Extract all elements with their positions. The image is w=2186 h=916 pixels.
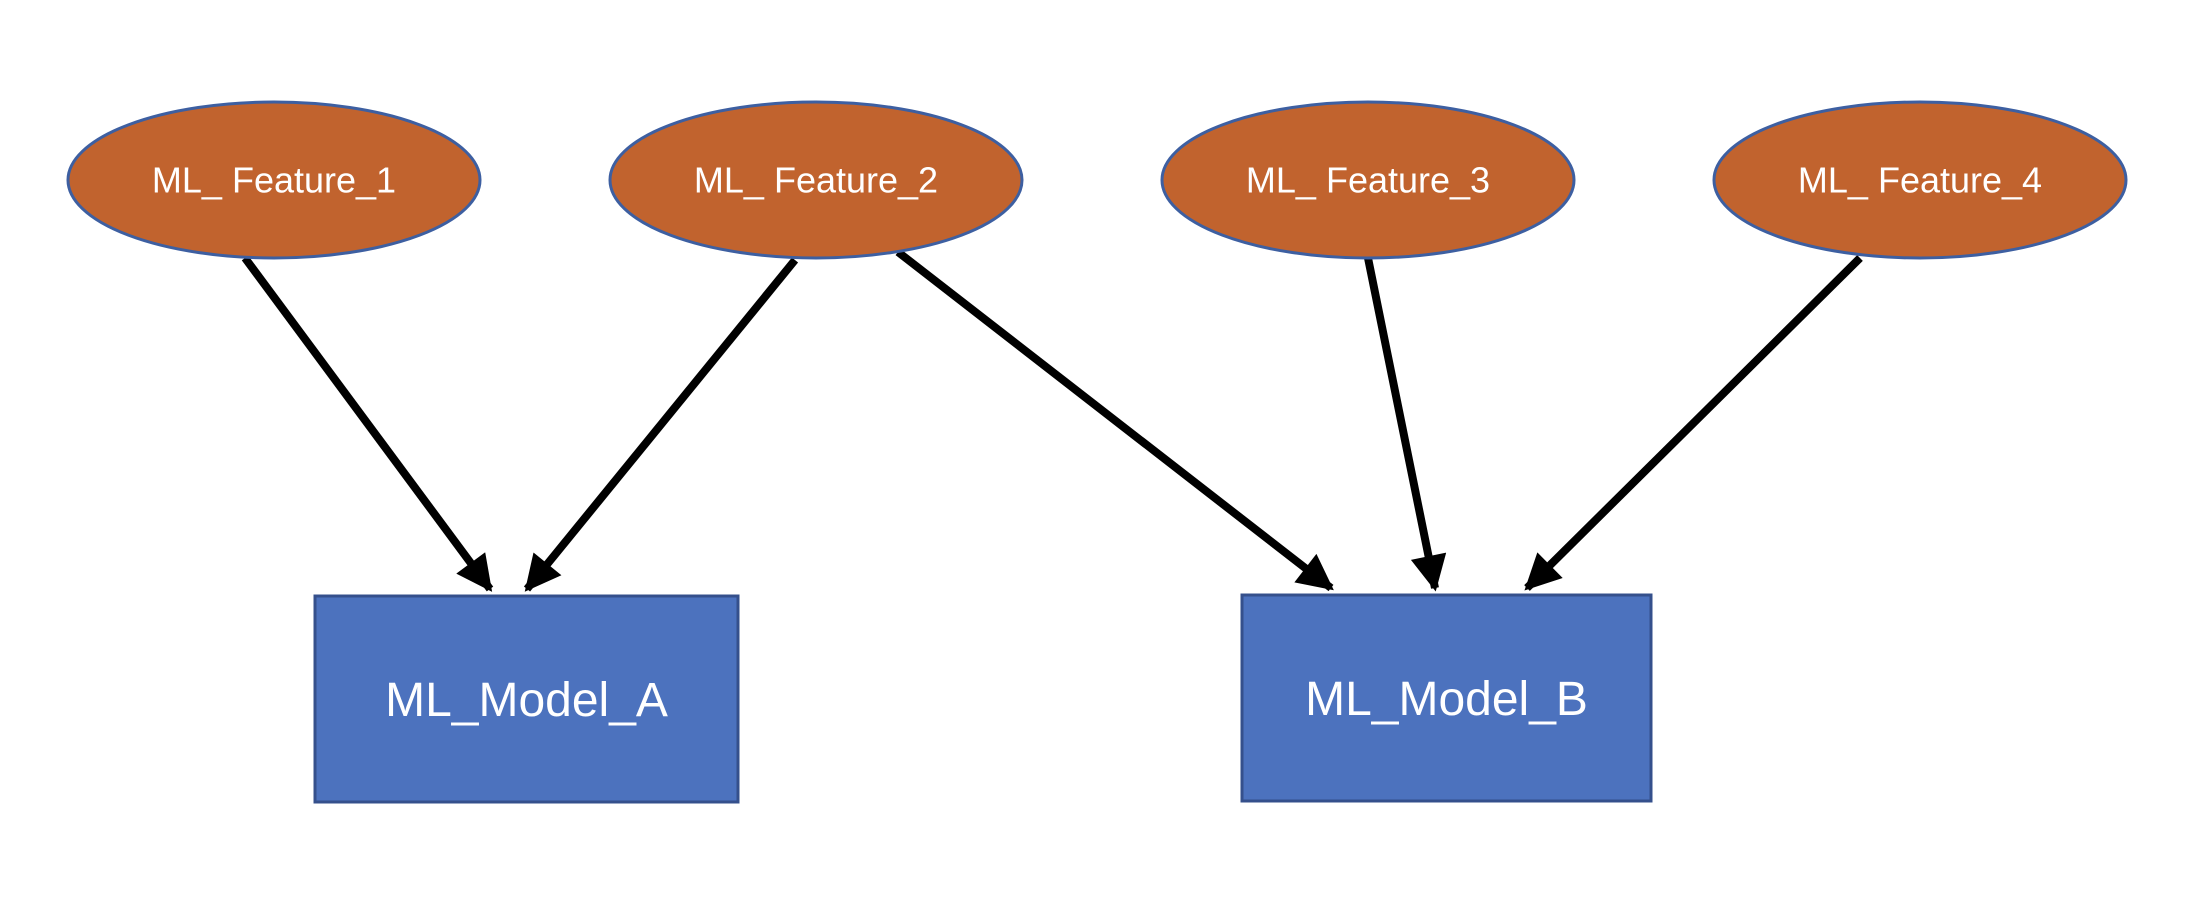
node-ml-model-b xyxy=(1240,593,1653,803)
node-ml-model-a xyxy=(313,594,740,804)
arrow-ml-feature-4-to-ml-model-b xyxy=(1524,255,1863,591)
edges-layer xyxy=(241,248,1863,592)
node-ml-feature-1 xyxy=(66,100,482,260)
node-ml-feature-4 xyxy=(1712,100,2128,260)
node-ml-feature-3 xyxy=(1160,100,1576,260)
arrow-ml-feature-3-to-ml-model-b xyxy=(1364,257,1447,592)
arrow-ml-feature-1-to-ml-model-a xyxy=(241,255,494,592)
arrow-ml-feature-2-to-ml-model-a xyxy=(523,257,799,592)
arrow-ml-feature-2-to-ml-model-b xyxy=(895,248,1334,592)
node-ml-feature-2 xyxy=(608,100,1024,260)
